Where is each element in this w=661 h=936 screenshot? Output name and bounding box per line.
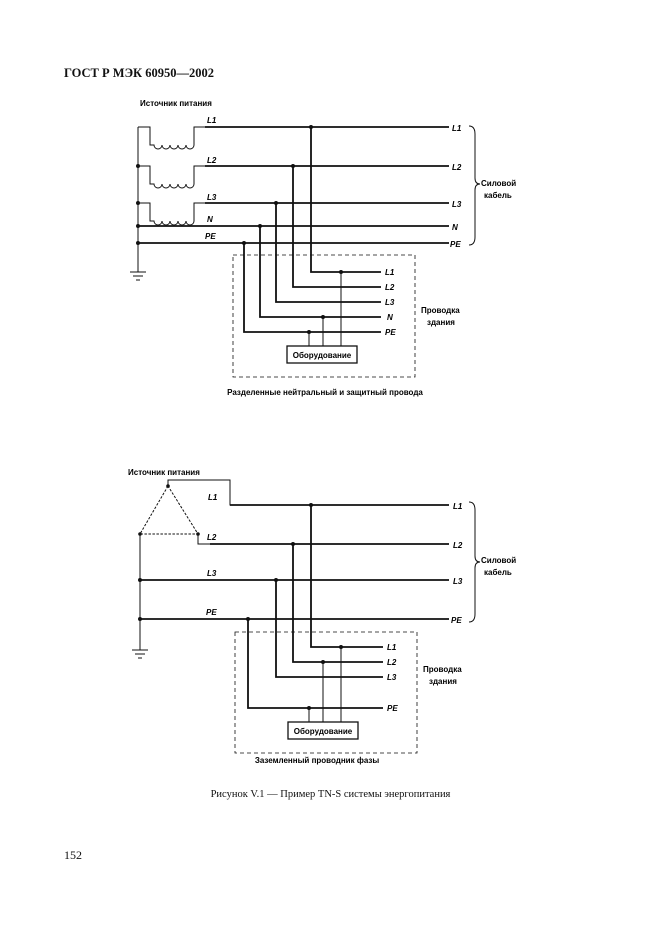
label-l3-left: L3 xyxy=(207,193,217,202)
diagram1-subcaption: Разделенные нейтральный и защитный прово… xyxy=(227,388,423,397)
transformer-windings xyxy=(136,126,205,272)
label-n-left: N xyxy=(207,215,213,224)
cable-label-2: кабель xyxy=(484,191,512,200)
equipment-box xyxy=(287,721,359,740)
building-l3: L3 xyxy=(387,673,397,682)
building-label: Проводка xyxy=(421,306,460,315)
building-pe: PE xyxy=(385,328,396,337)
building-label-2: здания xyxy=(427,318,455,327)
label-l2-left: L2 xyxy=(207,533,217,542)
power-source-label: Источник питания xyxy=(140,99,212,108)
diagram-grounded-phase: Источник питания L1 L2 L3 PE L1 L2 L3 PE xyxy=(128,468,516,765)
building-l3: L3 xyxy=(385,298,395,307)
building-pe: PE xyxy=(387,704,398,713)
power-source-label: Источник питания xyxy=(128,468,200,477)
equipment-box xyxy=(286,345,358,364)
cable-brace xyxy=(468,501,481,623)
diagram2-subcaption: Заземленный проводник фазы xyxy=(255,756,380,765)
diagram-separate-neutral: Источник питания L1 L2 L3 N PE L1 L2 L3 xyxy=(130,99,516,397)
label-l1-right: L1 xyxy=(452,124,462,133)
building-l2: L2 xyxy=(387,658,397,667)
equipment-label: Оборудование xyxy=(294,727,353,736)
document-header: ГОСТ Р МЭК 60950—2002 xyxy=(64,66,214,80)
ground-symbol xyxy=(130,271,146,281)
label-l1-left: L1 xyxy=(208,493,218,502)
cable-label: Силовой xyxy=(481,179,516,188)
label-l3-left: L3 xyxy=(207,569,217,578)
label-l2-right: L2 xyxy=(452,163,462,172)
ground-symbol xyxy=(132,649,148,659)
cable-label: Силовой xyxy=(481,556,516,565)
label-l2-right: L2 xyxy=(453,541,463,550)
label-n-right: N xyxy=(452,223,458,232)
page-number: 152 xyxy=(64,848,82,862)
cable-brace xyxy=(468,125,481,246)
label-l1-right: L1 xyxy=(453,502,463,511)
label-l2-left: L2 xyxy=(207,156,217,165)
figure-caption: Рисунок V.1 — Пример TN-S системы энерго… xyxy=(210,789,451,800)
building-n: N xyxy=(387,313,393,322)
label-l1-left: L1 xyxy=(207,116,217,125)
label-pe-right: PE xyxy=(451,616,462,625)
label-l3-right: L3 xyxy=(453,577,463,586)
label-pe-left: PE xyxy=(205,232,216,241)
label-pe-right: PE xyxy=(450,240,461,249)
label-l3-right: L3 xyxy=(452,200,462,209)
label-pe-left: PE xyxy=(206,608,217,617)
building-l1: L1 xyxy=(385,268,395,277)
building-wiring-boundary xyxy=(234,631,418,754)
building-l1: L1 xyxy=(387,643,397,652)
building-label-2: здания xyxy=(429,677,457,686)
building-l2: L2 xyxy=(385,283,395,292)
equipment-label: Оборудование xyxy=(293,351,352,360)
building-wiring-boundary xyxy=(232,254,416,378)
building-label: Проводка xyxy=(423,665,462,674)
cable-label-2: кабель xyxy=(484,568,512,577)
